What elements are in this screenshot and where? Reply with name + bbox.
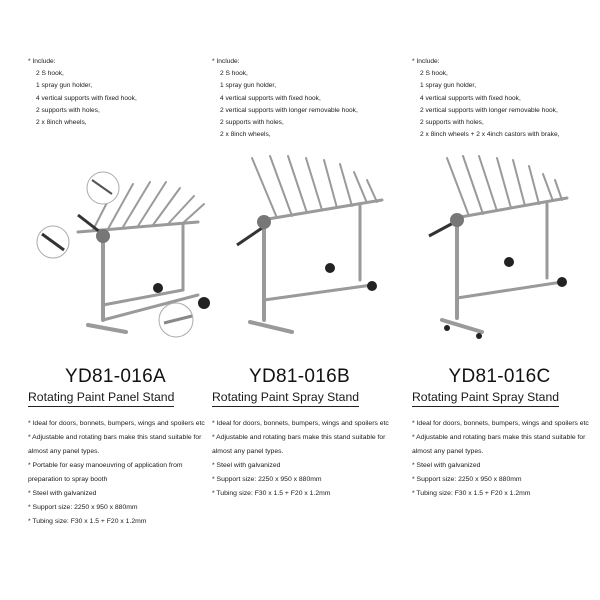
product-column-c: * Include: 2 S hook, 1 spray gun holder,… — [412, 0, 600, 600]
feature-item: * Tubing size: F30 x 1.5 + F20 x 1.2mm — [212, 490, 331, 497]
includes-item: 4 vertical supports with fixed hook, — [420, 94, 521, 102]
includes-list: * Include: 2 S hook, 1 spray gun holder,… — [212, 56, 358, 141]
includes-item: 2 x 8inch wheels, — [220, 131, 271, 139]
feature-item: * Ideal for doors, bonnets, bumpers, win… — [212, 420, 389, 427]
feature-item: * Adjustable and rotating bars make this… — [412, 434, 586, 455]
model-number: YD81-016B — [249, 366, 350, 387]
product-image-stand-a — [36, 171, 210, 338]
feature-item: * Adjustable and rotating bars make this… — [28, 434, 202, 455]
includes-heading: * Include: — [412, 58, 440, 65]
includes-item: 2 supports with holes, — [220, 119, 284, 127]
feature-item: * Tubing size: F30 x 1.5 + F20 x 1.2mm — [412, 490, 531, 497]
model-number: YD81-016A — [65, 366, 166, 387]
feature-item: * Portable for easy manoeuvring of appli… — [28, 462, 183, 483]
includes-item: 1 spray gun holder, — [36, 82, 93, 90]
includes-item: 1 spray gun holder, — [220, 82, 277, 90]
model-number: YD81-016C — [448, 366, 551, 387]
feature-item: * Tubing size: F30 x 1.5 + F20 x 1.2mm — [28, 518, 147, 525]
feature-item: * Support size: 2250 x 950 x 880mm — [412, 476, 522, 483]
includes-heading: * Include: — [28, 58, 56, 65]
product-image-stand-b — [236, 155, 384, 334]
product-column-b: * Include: 2 S hook, 1 spray gun holder,… — [212, 0, 407, 600]
product-title: Rotating Paint Panel Stand — [28, 390, 175, 407]
includes-heading: * Include: — [212, 58, 240, 65]
feature-item: * Support size: 2250 x 950 x 880mm — [212, 476, 322, 483]
includes-item: 2 S hook, — [36, 70, 64, 78]
feature-list: * Ideal for doors, bonnets, bumpers, win… — [28, 417, 213, 529]
feature-item: * Support size: 2250 x 950 x 880mm — [28, 504, 138, 511]
includes-item: 2 vertical supports with longer removabl… — [220, 106, 358, 114]
product-title: Rotating Paint Spray Stand — [412, 390, 560, 407]
includes-item: 2 x 8inch wheels + 2 x 4inch castors wit… — [420, 131, 560, 139]
feature-item: * Adjustable and rotating bars make this… — [212, 434, 386, 455]
includes-item: 2 supports with holes, — [420, 119, 484, 127]
feature-list: * Ideal for doors, bonnets, bumpers, win… — [412, 417, 600, 501]
product-column-a: * Include: 2 S hook, 1 spray gun holder,… — [28, 0, 213, 600]
feature-item: * Ideal for doors, bonnets, bumpers, win… — [412, 420, 589, 427]
includes-item: 4 vertical supports with fixed hook, — [36, 94, 137, 102]
feature-item: * Steel with galvanized — [212, 462, 281, 469]
includes-item: 2 x 8inch wheels, — [36, 119, 87, 127]
includes-list: * Include: 2 S hook, 1 spray gun holder,… — [28, 56, 137, 129]
includes-item: 4 vertical supports with fixed hook, — [220, 94, 321, 102]
includes-item: 2 supports with holes, — [36, 106, 100, 114]
feature-item: * Steel with galvanized — [412, 462, 481, 469]
feature-list: * Ideal for doors, bonnets, bumpers, win… — [212, 417, 407, 501]
includes-item: 2 S hook, — [420, 70, 448, 78]
includes-item: 2 S hook, — [220, 70, 248, 78]
includes-item: 2 vertical supports with longer removabl… — [420, 106, 558, 114]
product-image-stand-c — [428, 155, 569, 339]
feature-item: * Ideal for doors, bonnets, bumpers, win… — [28, 420, 205, 427]
product-title: Rotating Paint Spray Stand — [212, 390, 360, 407]
includes-item: 1 spray gun holder, — [420, 82, 477, 90]
feature-item: * Steel with galvanized — [28, 490, 97, 497]
includes-list: * Include: 2 S hook, 1 spray gun holder,… — [412, 56, 559, 141]
